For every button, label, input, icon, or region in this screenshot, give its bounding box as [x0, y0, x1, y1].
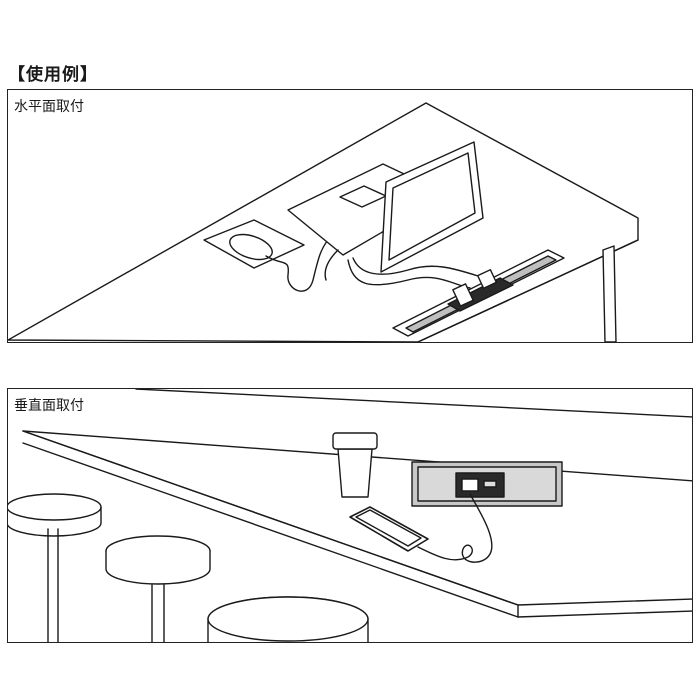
- panel-horizontal-mount: 水平面取付: [7, 89, 693, 343]
- panel-vertical-mount: 垂直面取付: [7, 388, 693, 643]
- desk-edge: [417, 239, 639, 342]
- stool-1: [8, 493, 102, 642]
- counter-back-edge: [22, 442, 519, 618]
- counter-front-face: [517, 610, 692, 618]
- plug-2: [476, 268, 498, 290]
- horizontal-mount-illustration: [8, 102, 639, 342]
- mouse-cable: [265, 239, 329, 292]
- mouse: [229, 233, 273, 261]
- counter-front-edge: [22, 430, 519, 606]
- laptop-cable-3: [324, 249, 339, 281]
- plug-1: [452, 283, 474, 307]
- phone-cable: [417, 493, 493, 563]
- stool-3: [207, 596, 369, 642]
- stool-2: [105, 535, 211, 642]
- wall-outlet-socket: [461, 478, 479, 492]
- desk-leg: [602, 245, 617, 342]
- panel-label-vertical: 垂直面取付: [14, 398, 84, 414]
- laptop-screen: [380, 141, 484, 273]
- page-heading: 【使用例】: [8, 65, 98, 85]
- laptop-cable-2: [352, 257, 479, 277]
- laptop-cable-1: [347, 259, 471, 289]
- wall-outlet-usb: [483, 480, 497, 488]
- coffee-cup: [332, 432, 378, 498]
- wall-edge: [135, 389, 692, 418]
- vertical-mount-illustration: [8, 389, 692, 642]
- smartphone: [349, 506, 429, 552]
- panel-label-horizontal: 水平面取付: [14, 99, 84, 115]
- laptop-screen-inner: [388, 152, 476, 261]
